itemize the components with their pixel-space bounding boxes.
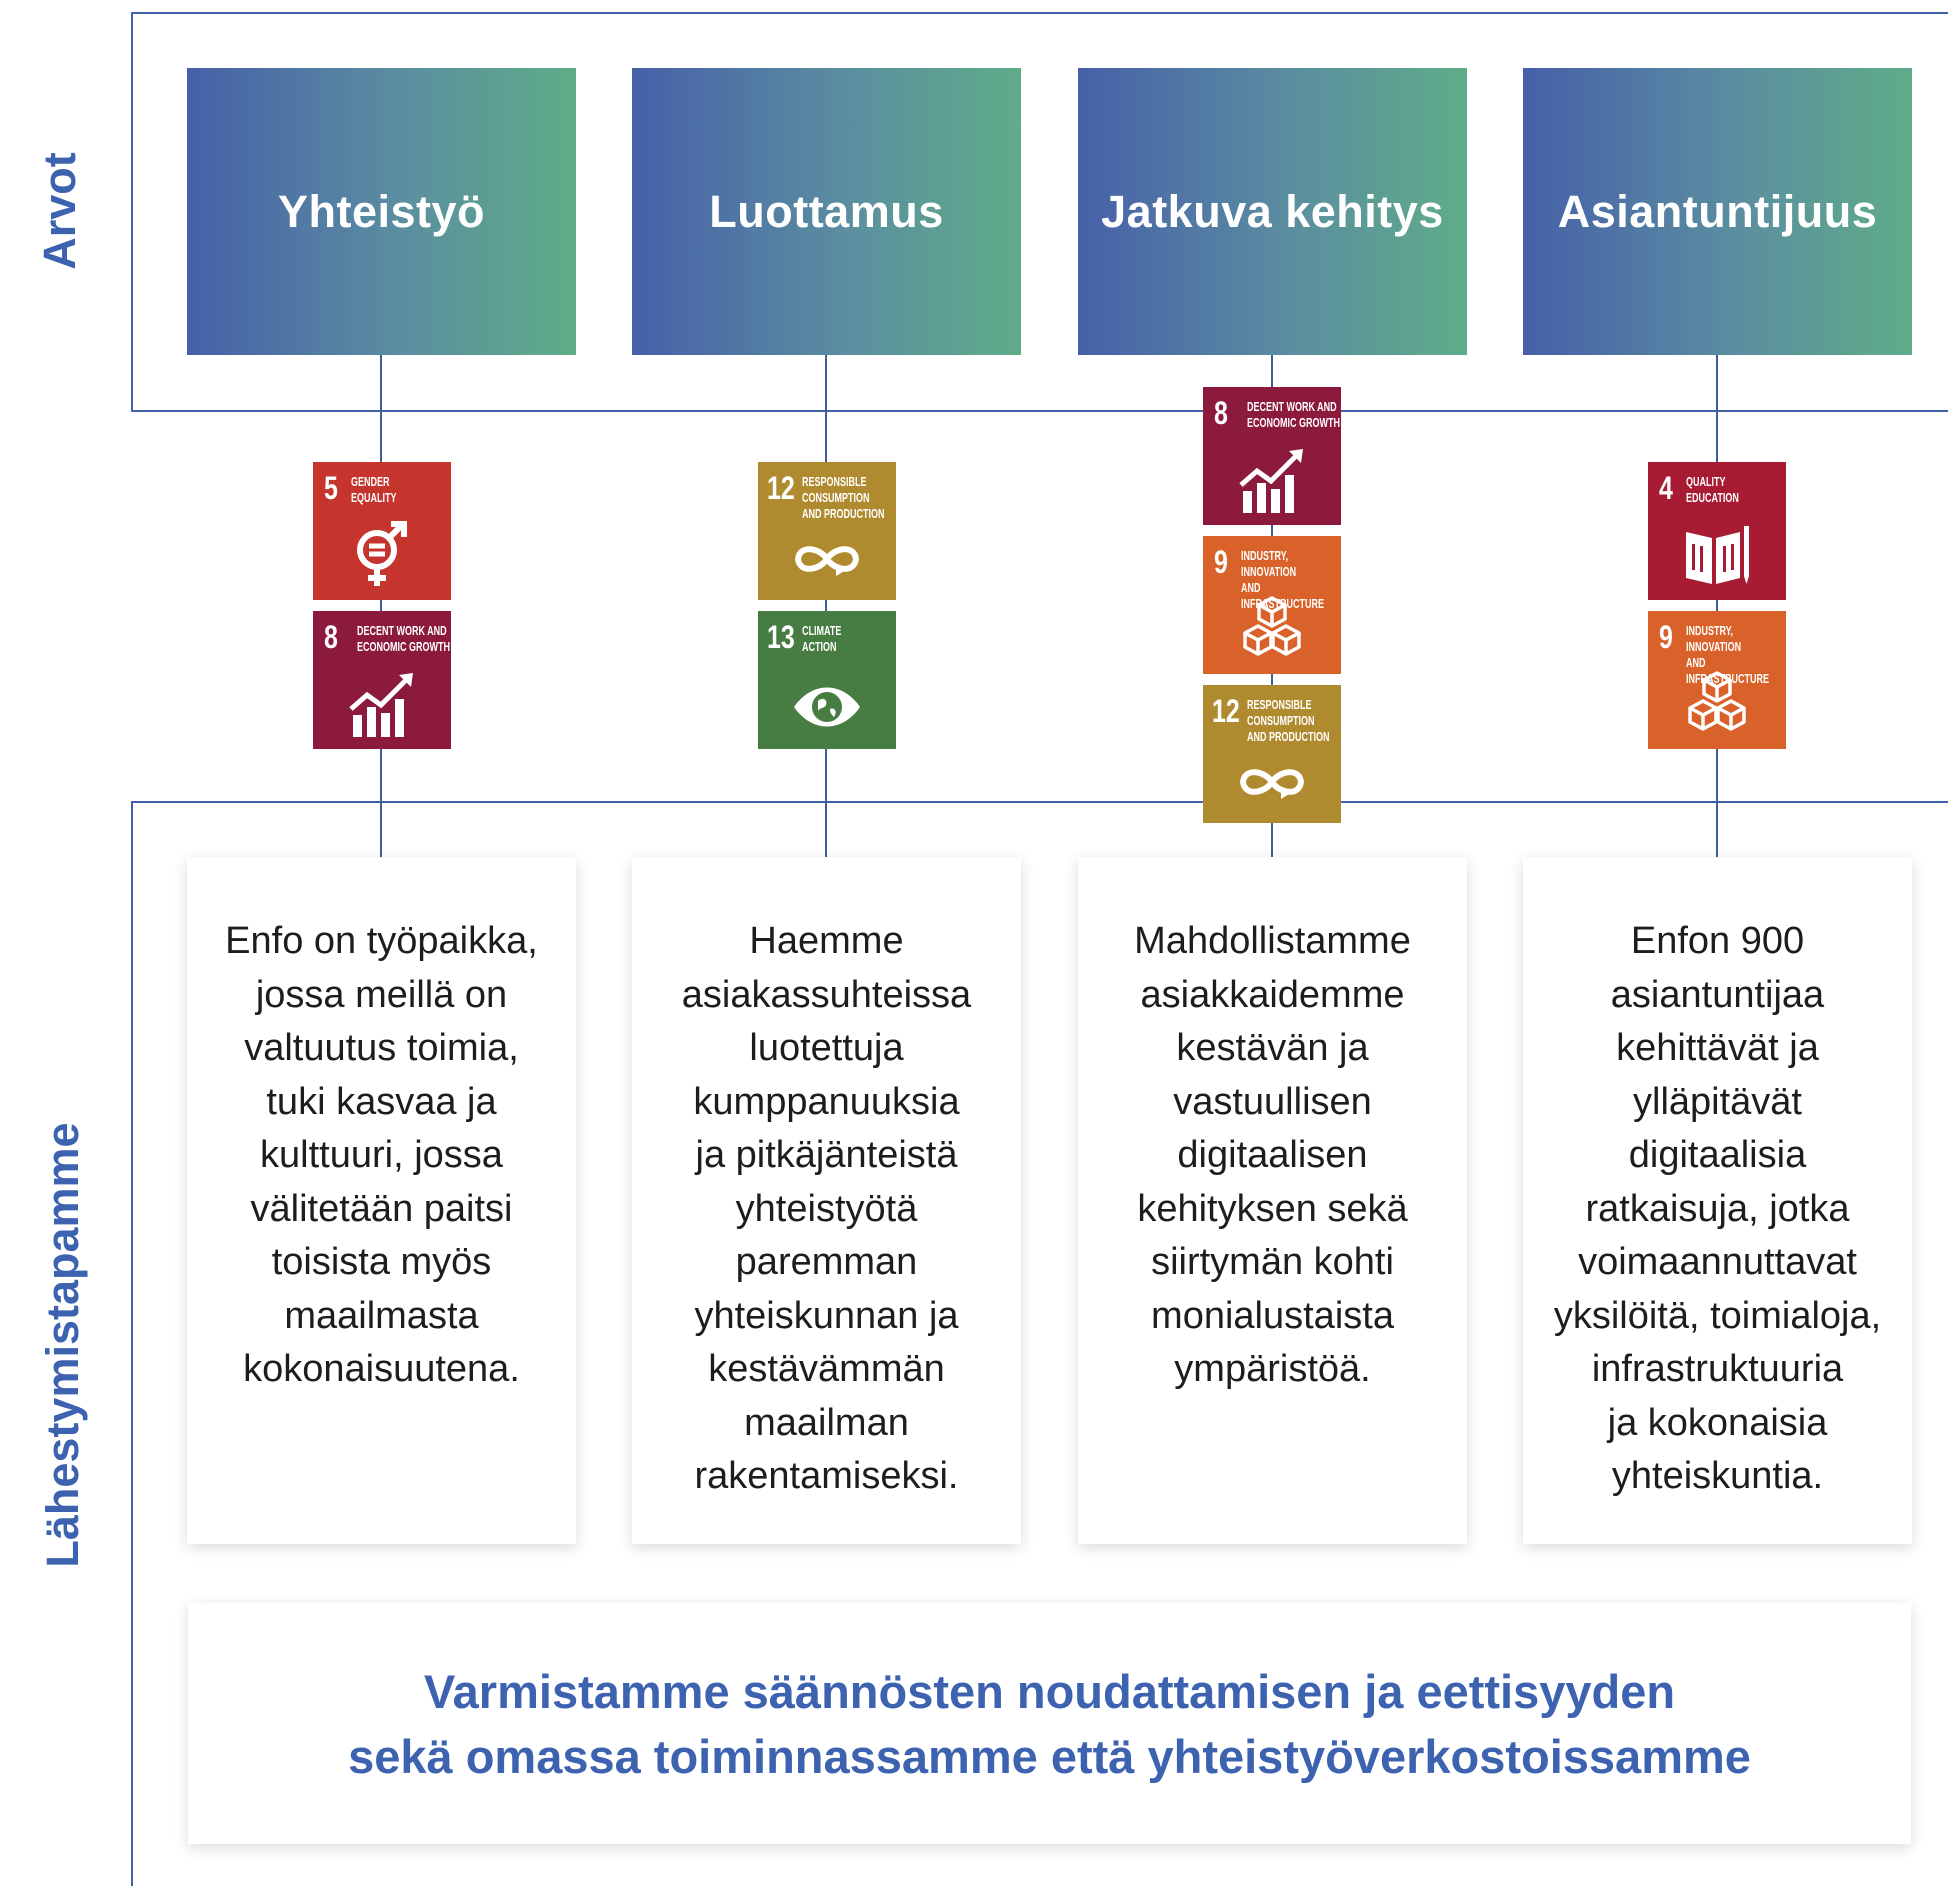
value-box-yhteistyo: Yhteistyö [187, 68, 576, 355]
sdg-number: 12 [1212, 693, 1240, 729]
compliance-statement-box: Varmistamme säännösten noudattamisen ja … [188, 1603, 1911, 1844]
connector-1 [380, 355, 382, 857]
connector-4 [1716, 355, 1718, 857]
connector-2 [825, 355, 827, 857]
approach-text: Enfo on työpaikka, jossa meillä on valtu… [225, 920, 538, 1390]
sdg-number: 9 [1659, 619, 1673, 655]
approach-box-yhteistyo: Enfo on työpaikka, jossa meillä on valtu… [187, 857, 576, 1544]
cubes-icon [1243, 596, 1301, 656]
growth-chart-icon [1239, 449, 1303, 513]
compliance-statement: Varmistamme säännösten noudattamisen ja … [348, 1664, 1751, 1783]
sdg-number: 8 [1214, 395, 1228, 431]
approach-text: Haemme asiakassuhteissa luotettuja kumpp… [681, 920, 972, 1497]
sdg-title: RESPONSIBLE CONSUMPTION AND PRODUCTION [1247, 698, 1330, 744]
sdg-number: 12 [767, 470, 795, 506]
sdg-number: 4 [1659, 470, 1673, 506]
values-frame-top [131, 12, 1948, 14]
approach-text: Mahdollistamme asiakkaidemme kestävän ja… [1134, 920, 1411, 1390]
cubes-icon [1688, 671, 1746, 731]
sdg-number: 5 [324, 470, 338, 506]
value-box-luottamus: Luottamus [632, 68, 1021, 355]
value-box-asiantuntijuus: Asiantuntijuus [1523, 68, 1912, 355]
approach-text: Enfon 900 asiantuntijaa kehittävät ja yl… [1553, 920, 1882, 1497]
sdg-title: QUALITY EDUCATION [1686, 475, 1739, 505]
infinity-icon [1239, 769, 1305, 799]
sdg-tile-12: 12 RESPONSIBLE CONSUMPTION AND PRODUCTIO… [1203, 685, 1341, 823]
book-pencil-icon [1686, 526, 1749, 584]
approach-frame-left [131, 801, 133, 1886]
sdg-tile-8: 8 DECENT WORK AND ECONOMIC GROWTH [1203, 387, 1341, 525]
sdg-title: GENDER EQUALITY [351, 475, 397, 505]
eye-globe-icon [794, 687, 860, 727]
values-frame-bottom [131, 410, 1948, 412]
approach-side-label: Lähestymistapamme [37, 1122, 88, 1568]
sdg-title: CLIMATE ACTION [802, 624, 842, 654]
sdg-tile-5: 5 GENDER EQUALITY [313, 462, 451, 600]
sdg-number: 8 [324, 619, 338, 655]
approach-box-luottamus: Haemme asiakassuhteissa luotettuja kumpp… [632, 857, 1021, 1544]
sdg-title: DECENT WORK AND ECONOMIC GROWTH [357, 624, 451, 654]
approach-box-asiantuntijuus: Enfon 900 asiantuntijaa kehittävät ja yl… [1523, 857, 1912, 1544]
value-box-jatkuva-kehitys: Jatkuva kehitys [1078, 68, 1467, 355]
sdg-tile-9: 9 INDUSTRY, INNOVATION AND INFRASTRUCTUR… [1648, 611, 1786, 749]
infinity-icon [794, 546, 860, 576]
sdg-title: DECENT WORK AND ECONOMIC GROWTH [1247, 400, 1341, 430]
approach-frame-top [131, 801, 1948, 803]
values-frame-left [131, 12, 133, 412]
sdg-title: RESPONSIBLE CONSUMPTION AND PRODUCTION [802, 475, 885, 521]
sdg-tile-13: 13 CLIMATE ACTION [758, 611, 896, 749]
sdg-title: INDUSTRY, INNOVATION AND INFRASTRUCTURE [1241, 549, 1325, 611]
values-side-label: Arvot [34, 152, 85, 270]
approach-box-jatkuva-kehitys: Mahdollistamme asiakkaidemme kestävän ja… [1078, 857, 1467, 1544]
sdg-tile-12: 12 RESPONSIBLE CONSUMPTION AND PRODUCTIO… [758, 462, 896, 600]
sdg-tile-9: 9 INDUSTRY, INNOVATION AND INFRASTRUCTUR… [1203, 536, 1341, 674]
sdg-number: 9 [1214, 544, 1228, 580]
gender-equality-icon [357, 521, 407, 586]
sdg-tile-8: 8 DECENT WORK AND ECONOMIC GROWTH [313, 611, 451, 749]
sdg-tile-4: 4 QUALITY EDUCATION [1648, 462, 1786, 600]
sdg-number: 13 [767, 619, 795, 655]
growth-chart-icon [349, 673, 413, 737]
